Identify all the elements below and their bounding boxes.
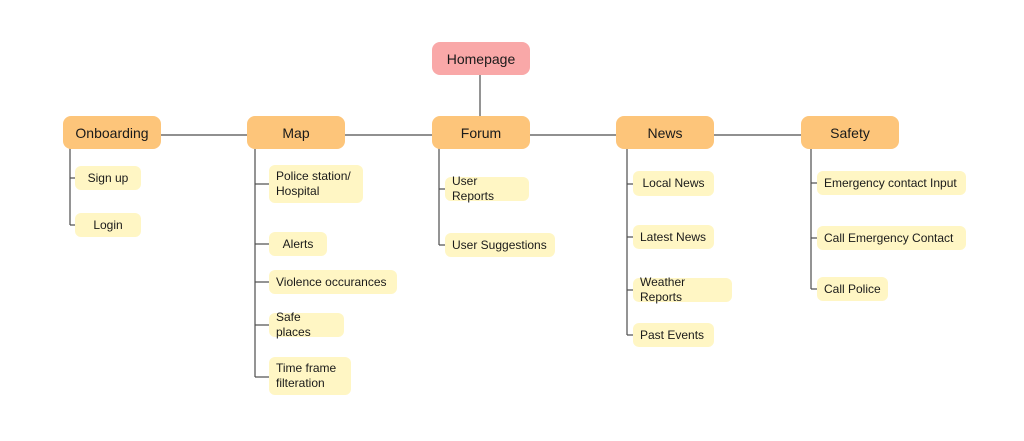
onboarding-item-login[interactable]: Login (75, 213, 141, 237)
news-item-weather-reports[interactable]: Weather Reports (633, 275, 732, 304)
forum-item-user-reports[interactable]: User Reports (445, 174, 529, 203)
forum-node[interactable]: Forum (432, 116, 530, 149)
forum-label: Forum (460, 124, 502, 141)
safety-item-call-police[interactable]: Call Police (817, 277, 888, 301)
forum-item-user-suggestions[interactable]: User Suggestions (445, 233, 555, 257)
map-label: Map (282, 124, 310, 141)
map-item-police-station-hospital[interactable]: Police station/ Hospital (269, 165, 363, 203)
safety-node[interactable]: Safety (801, 116, 899, 149)
news-label: News (647, 124, 683, 141)
onboarding-item-sign-up[interactable]: Sign up (75, 166, 141, 190)
news-item-latest-news[interactable]: Latest News (633, 225, 714, 249)
safety-item-call-emergency-contact[interactable]: Call Emergency Contact (817, 226, 966, 250)
safety-label: Safety (830, 124, 870, 141)
news-item-past-events[interactable]: Past Events (633, 323, 714, 347)
onboarding-label: Onboarding (75, 124, 149, 141)
news-item-local-news[interactable]: Local News (633, 171, 714, 196)
onboarding-node[interactable]: Onboarding (63, 116, 161, 149)
safety-item-emergency-contact-input[interactable]: Emergency contact Input (817, 171, 966, 195)
homepage-label: Homepage (446, 50, 516, 67)
map-item-time-frame-filteration[interactable]: Time frame filteration (269, 357, 351, 395)
map-node[interactable]: Map (247, 116, 345, 149)
map-item-alerts[interactable]: Alerts (269, 232, 327, 256)
news-node[interactable]: News (616, 116, 714, 149)
map-item-safe-places[interactable]: Safe places (269, 310, 344, 339)
map-item-violence-occurances[interactable]: Violence occurances (269, 270, 397, 294)
homepage-node[interactable]: Homepage (432, 42, 530, 75)
